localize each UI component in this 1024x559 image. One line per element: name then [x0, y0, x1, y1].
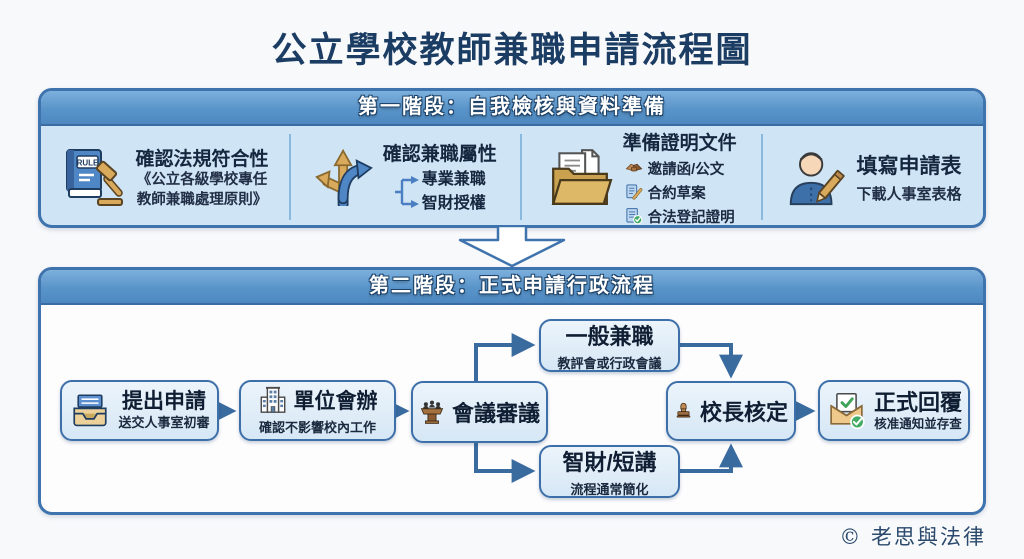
node-subtitle: 流程通常簡化: [570, 482, 649, 497]
document-item: 合約草案: [625, 182, 706, 203]
document-label: 合約草案: [647, 185, 706, 202]
step-title: 填寫申請表: [856, 155, 962, 178]
page-title: 公立學校教師兼職申請流程圖: [271, 31, 753, 70]
node-title: 會議審議: [451, 401, 540, 426]
node-unit-review: 單位會辦 確認不影響校內工作: [239, 380, 396, 441]
step-check-regulations: RULE 確認法規符合性 《公立各級學校專任 教師兼職處理原則》: [41, 126, 289, 225]
document-item: 邀請函/公文: [625, 158, 725, 179]
node-subtitle: 確認不影響校內工作: [258, 420, 376, 435]
step-check-job-type: 確認兼職屬性 專業兼職 智財授權: [291, 126, 520, 225]
node-formal-reply: 正式回覆 核准通知並存查: [818, 380, 970, 441]
envelope-check-icon: [830, 392, 865, 429]
node-title: 正式回覆: [873, 389, 962, 415]
node-title: 一般兼職: [565, 324, 654, 349]
step-title: 準備證明文件: [622, 132, 737, 154]
document-item: 合法登記證明: [625, 206, 735, 226]
node-ip-shorttalk: 智財/短講 流程通常簡化: [539, 445, 680, 498]
contract-pencil-icon: [625, 184, 643, 200]
regulation-name-line1: 《公立各級學校專任: [136, 172, 268, 189]
stage1-header: 第一階段：自我檢核與資料準備: [41, 91, 983, 126]
stage2-header: 第二階段：正式申請行政流程: [41, 270, 983, 305]
node-title: 智財/短講: [562, 450, 657, 475]
branch-arrows-icon: [314, 148, 373, 206]
branch-bracket-icon: [394, 175, 419, 208]
regulation-name-line2: 教師兼職處理原則》: [136, 191, 268, 208]
document-label: 合法登記證明: [647, 209, 735, 226]
certified-doc-icon: [625, 207, 643, 225]
step-subtitle: 下載人事室表格: [856, 186, 962, 203]
step-title: 確認法規符合性: [135, 149, 269, 171]
divider: [761, 134, 764, 220]
step-title: 確認兼職屬性: [382, 143, 497, 165]
handshake-icon: [625, 163, 643, 172]
inbox-tray-icon: [73, 393, 108, 426]
node-subtitle: 教評會或行政會議: [557, 356, 662, 371]
document-label: 邀請函/公文: [647, 161, 725, 178]
node-title: 提出申請: [121, 389, 206, 413]
step-prepare-documents: 準備證明文件 邀請函/公文: [522, 126, 761, 226]
rule-book-gavel-icon: RULE: [65, 149, 123, 206]
divider: [520, 134, 523, 220]
node-meeting-review: 會議審議: [411, 381, 548, 443]
stage2-panel: 第二階段：正式申請行政流程: [38, 267, 986, 515]
meeting-podium-icon: [420, 400, 444, 424]
flow-connectors: [212, 333, 816, 483]
stamp-icon: [676, 402, 691, 418]
divider: [289, 134, 292, 220]
node-principal-approval: 校長核定: [666, 381, 796, 441]
job-type-option: 專業兼職: [421, 170, 486, 188]
person-writing-icon: [790, 152, 846, 206]
down-arrow-icon: [458, 226, 566, 268]
step-fill-form: 填寫申請表 下載人事室表格: [763, 126, 983, 225]
building-icon: [260, 386, 285, 413]
node-general-parttime: 一般兼職 教評會或行政會議: [539, 319, 680, 372]
node-submit-application: 提出申請 送交人事室初審: [60, 380, 219, 441]
folder-documents-icon: [551, 149, 613, 205]
job-type-option: 智財授權: [421, 194, 486, 212]
node-subtitle: 送交人事室初審: [118, 415, 210, 431]
node-title: 單位會辦: [293, 390, 378, 413]
node-title: 校長核定: [699, 400, 788, 425]
stage1-panel: 第一階段：自我檢核與資料準備 RULE 確認法規符合性: [38, 88, 986, 228]
rule-label: RULE: [76, 159, 98, 168]
node-subtitle: 核准通知並存查: [874, 416, 962, 431]
stage1-body: RULE 確認法規符合性 《公立各級學校專任 教師兼職處理原則》: [41, 126, 983, 226]
copyright: © 老思與法律: [839, 525, 986, 549]
